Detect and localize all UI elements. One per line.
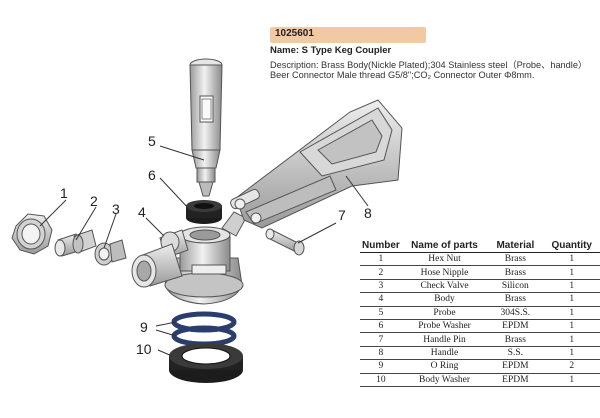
body-washer bbox=[169, 343, 243, 383]
table-row: 6 Probe Washer EPDM 1 bbox=[360, 319, 600, 334]
cell-material: S.S. bbox=[487, 346, 544, 361]
parts-table: Number Name of parts Material Quantity 1… bbox=[360, 238, 600, 387]
cell-quantity: 2 bbox=[543, 359, 600, 374]
table-row: 8 Handle S.S. 1 bbox=[360, 346, 600, 361]
column-header-number: Number bbox=[360, 238, 402, 253]
cell-quantity: 1 bbox=[543, 332, 600, 347]
callout-3: 3 bbox=[112, 201, 120, 217]
cell-part-name: Hex Nut bbox=[401, 252, 488, 267]
callout-1: 1 bbox=[60, 185, 68, 201]
callout-7: 7 bbox=[338, 207, 346, 223]
o-rings bbox=[171, 311, 237, 347]
cell-part-name: Handle Pin bbox=[401, 332, 488, 347]
table-row: 5 Probe 304S.S. 1 bbox=[360, 306, 600, 320]
product-description-line-1: Description: Brass Body(Nickle Plated);3… bbox=[270, 60, 588, 70]
cell-material: EPDM bbox=[487, 319, 544, 334]
cell-part-name: Hose Nipple bbox=[401, 265, 488, 280]
table-row: 10 Body Washer EPDM 1 bbox=[360, 373, 600, 387]
coupler-body bbox=[131, 211, 247, 305]
handle bbox=[230, 99, 403, 229]
cell-part-name: Handle bbox=[401, 346, 488, 361]
column-header-quantity: Quantity bbox=[543, 238, 600, 253]
check-valve bbox=[94, 239, 127, 266]
cell-part-name: O Ring bbox=[401, 359, 488, 374]
cell-material: EPDM bbox=[487, 359, 544, 374]
cell-part-name: Check Valve bbox=[401, 279, 488, 294]
callout-10: 10 bbox=[136, 341, 152, 357]
cell-number: 7 bbox=[360, 332, 402, 347]
callout-5: 5 bbox=[148, 133, 156, 149]
cell-quantity: 1 bbox=[543, 346, 600, 361]
cell-quantity: 1 bbox=[543, 373, 600, 387]
cell-material: EPDM bbox=[487, 373, 544, 387]
leader-lines bbox=[39, 145, 369, 357]
cell-part-name: Body Washer bbox=[401, 373, 488, 387]
cell-number: 10 bbox=[360, 373, 402, 387]
probe-washer bbox=[186, 200, 222, 224]
callout-8: 8 bbox=[364, 205, 372, 221]
cell-number: 9 bbox=[360, 359, 402, 374]
column-header-material: Material bbox=[487, 238, 544, 253]
callout-2: 2 bbox=[90, 193, 98, 209]
table-row: 9 O Ring EPDM 2 bbox=[360, 359, 600, 374]
cell-number: 6 bbox=[360, 319, 402, 334]
parts-table-header: Number Name of parts Material Quantity bbox=[360, 238, 600, 253]
cell-material: Brass bbox=[487, 292, 544, 307]
table-row: 2 Hose Nipple Brass 1 bbox=[360, 265, 600, 280]
cell-material: Brass bbox=[487, 265, 544, 280]
cell-number: 5 bbox=[360, 306, 402, 320]
cell-material: 304S.S. bbox=[487, 306, 544, 320]
cell-number: 4 bbox=[360, 292, 402, 307]
cell-part-name: Probe bbox=[401, 306, 488, 320]
cell-material: Brass bbox=[487, 332, 544, 347]
hose-nipple bbox=[54, 229, 97, 257]
table-row: 7 Handle Pin Brass 1 bbox=[360, 332, 600, 347]
cell-quantity: 1 bbox=[543, 279, 600, 294]
column-header-name: Name of parts bbox=[401, 238, 488, 253]
table-row: 3 Check Valve Silicon 1 bbox=[360, 279, 600, 294]
cell-quantity: 1 bbox=[543, 265, 600, 280]
cell-part-name: Probe Washer bbox=[401, 319, 488, 334]
cell-quantity: 1 bbox=[543, 306, 600, 320]
product-description-line-2: Beer Connector Male thread G5/8";CO₂ Con… bbox=[270, 70, 535, 80]
cell-quantity: 1 bbox=[543, 292, 600, 307]
handle-pin bbox=[265, 228, 305, 256]
probe bbox=[189, 58, 223, 197]
cell-number: 3 bbox=[360, 279, 402, 294]
product-code-badge bbox=[270, 27, 426, 43]
callout-6: 6 bbox=[148, 167, 156, 183]
cell-quantity: 1 bbox=[543, 319, 600, 334]
cell-number: 1 bbox=[360, 252, 402, 267]
cell-part-name: Body bbox=[401, 292, 488, 307]
cell-material: Silicon bbox=[487, 279, 544, 294]
callout-9: 9 bbox=[140, 319, 148, 335]
table-row: 4 Body Brass 1 bbox=[360, 292, 600, 307]
product-code: 1025601 bbox=[275, 28, 314, 39]
callout-4: 4 bbox=[138, 204, 146, 220]
cell-material: Brass bbox=[487, 252, 544, 267]
cell-number: 8 bbox=[360, 346, 402, 361]
product-name: Name: S Type Keg Coupler bbox=[270, 45, 392, 56]
cell-number: 2 bbox=[360, 265, 402, 280]
cell-quantity: 1 bbox=[543, 252, 600, 267]
table-row: 1 Hex Nut Brass 1 bbox=[360, 252, 600, 267]
